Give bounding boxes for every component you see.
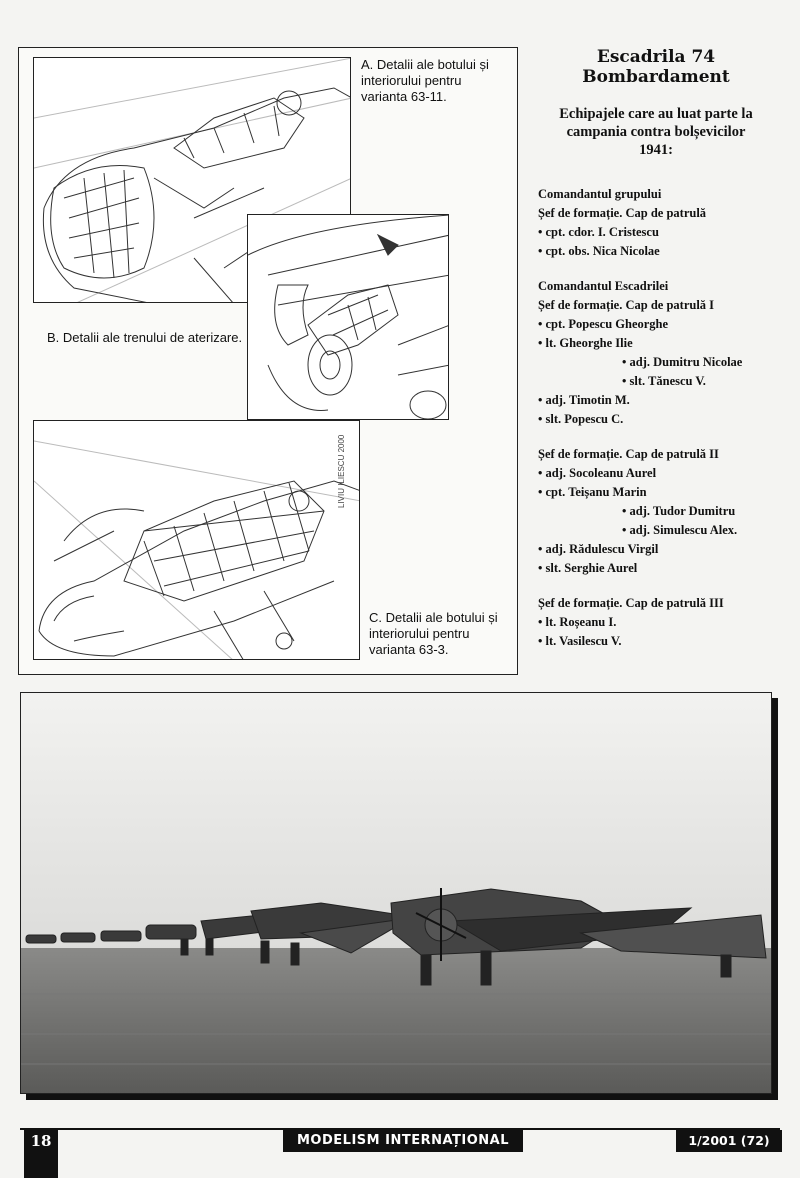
issue-number: 1/2001 (72) [676,1130,782,1152]
crew-group: Șef de formație. Cap de patrulă III • lt.… [532,594,780,651]
crew-line: • adj. Timotin M. [538,393,630,407]
title-line-2: Bombardament [582,67,730,87]
artist-signature: LIVIU ILIESCU 2000 [337,434,346,508]
photo-illustration [21,693,771,1093]
page-number: 18 [24,1130,58,1178]
drawing-c-nose-interior [33,420,360,660]
crew-line: • adj. Socoleanu Aurel [538,466,657,480]
title-line-1: Escadrila 74 [596,47,716,67]
sidebar-subtitle: Echipajele care au luat parte la campani… [532,105,780,159]
crew-line: • slt. Serghie Aurel [538,561,638,575]
crew-line: • slt. Tănescu V. [622,374,706,388]
crew-line: • lt. Roșeanu I. [538,615,617,629]
caption-a: A. Detalii ale botului și interiorului p… [361,57,489,104]
magazine-name: MODELISM INTERNAȚIONAL [283,1130,523,1152]
technical-drawings-frame: A. Detalii ale botului și interiorului p… [18,47,518,675]
crew-line: • cpt. cdor. I. Cristescu [538,225,659,239]
crew-line: • adj. Dumitru Nicolae [622,355,743,369]
crew-line: Șef de formație. Cap de patrulă III [538,596,724,610]
crew-line: Comandantul Escadrilei [538,279,669,293]
crew-line: • adj. Simulescu Alex. [622,523,738,537]
footer-rule [20,1128,780,1130]
drawing-b-landing-gear [247,214,449,420]
crew-line: • cpt. Popescu Gheorghe [538,317,669,331]
subtitle-line-1: Echipajele care au luat parte la [559,106,753,122]
crew-list-sidebar: Escadrila 74 Bombardament Echipajele car… [532,47,780,667]
crew-line: • adj. Tudor Dumitru [622,504,736,518]
drawing-a-nose-interior [33,57,351,303]
aircraft-lineup-photo [20,692,772,1094]
crew-line: Șef de formație. Cap de patrulă I [538,298,715,312]
crew-line: • cpt. obs. Nica Nicolae [538,244,660,258]
caption-c: C. Detalii ale botului și interiorului p… [369,610,498,657]
crew-line: Comandantul grupului [538,187,662,201]
crew-line: • cpt. Teișanu Marin [538,485,647,499]
crew-line: • slt. Popescu C. [538,412,624,426]
subtitle-line-3: 1941: [639,142,673,158]
aircraft-nose-drawing-a [34,58,350,302]
caption-b: B. Detalii ale trenului de aterizare. [47,330,243,345]
crew-line: Șef de formație. Cap de patrulă II [538,447,719,461]
crew-line: • lt. Gheorghe Ilie [538,336,633,350]
aircraft-nose-drawing-c [34,440,359,659]
landing-gear-drawing [248,215,448,419]
crew-line: • adj. Rădulescu Virgil [538,542,659,556]
sidebar-title: Escadrila 74 Bombardament [532,47,780,87]
subtitle-line-2: campania contra bolșevicilor [566,124,746,140]
crew-group: Șef de formație. Cap de patrulă II • adj.… [532,445,780,578]
crew-line: Șef de formație. Cap de patrulă [538,206,707,220]
crew-line: • lt. Vasilescu V. [538,634,622,648]
